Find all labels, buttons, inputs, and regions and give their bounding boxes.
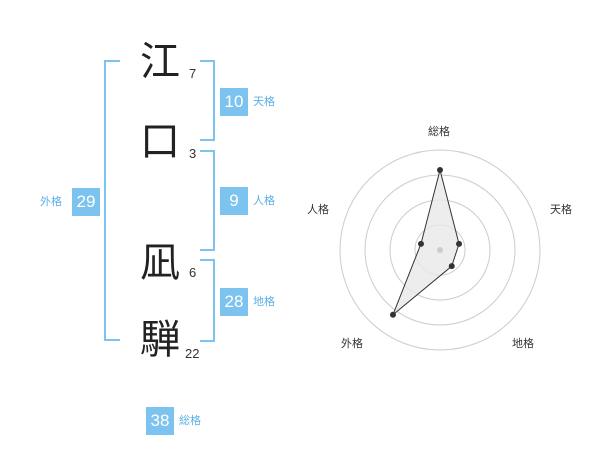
- tenkaku-label: 天格: [253, 95, 275, 108]
- radar-axis-label-tenkaku: 天格: [550, 203, 572, 216]
- surname-char-2: 口: [140, 119, 180, 165]
- radar-axis-label-soukaku: 総格: [428, 125, 450, 138]
- given-char-1: 凪: [140, 240, 180, 286]
- given-char-2: 騨: [140, 317, 180, 363]
- jinkaku-label: 人格: [253, 194, 275, 207]
- radar-grid-ring: [339, 149, 541, 351]
- surname-char-2-strokes: 3: [189, 146, 197, 161]
- jinkaku-bracket: [200, 150, 215, 251]
- radar-point-2: [448, 263, 455, 270]
- radar-point-0: [437, 167, 443, 173]
- radar-value-polygon: [392, 169, 460, 316]
- chikaku-label: 地格: [253, 295, 275, 308]
- gaikaku-badge: 29: [72, 188, 100, 216]
- gaikaku-bracket: [104, 60, 120, 341]
- radar-point-1: [456, 240, 463, 247]
- jinkaku-badge: 9: [220, 187, 248, 215]
- radar-point-3: [389, 311, 396, 318]
- surname-char-1: 江: [140, 39, 180, 85]
- surname-char-1-strokes: 7: [189, 66, 197, 81]
- radar-axis-label-gaikaku: 外格: [341, 337, 363, 350]
- chikaku-badge: 28: [220, 288, 248, 316]
- given-char-1-strokes: 6: [189, 265, 197, 280]
- gaikaku-label: 外格: [40, 195, 62, 208]
- given-char-2-strokes: 22: [185, 346, 200, 361]
- radar-point-4: [417, 240, 424, 247]
- chikaku-bracket: [200, 259, 215, 342]
- radar-axis-label-jinkaku: 人格: [307, 203, 329, 216]
- tenkaku-bracket: [200, 60, 215, 141]
- tenkaku-badge: 10: [220, 88, 248, 116]
- radar-center-dot: [437, 247, 443, 253]
- soukaku-badge: 38: [146, 407, 174, 435]
- radar-axis-label-chikaku: 地格: [512, 337, 534, 350]
- soukaku-label: 総格: [179, 414, 201, 427]
